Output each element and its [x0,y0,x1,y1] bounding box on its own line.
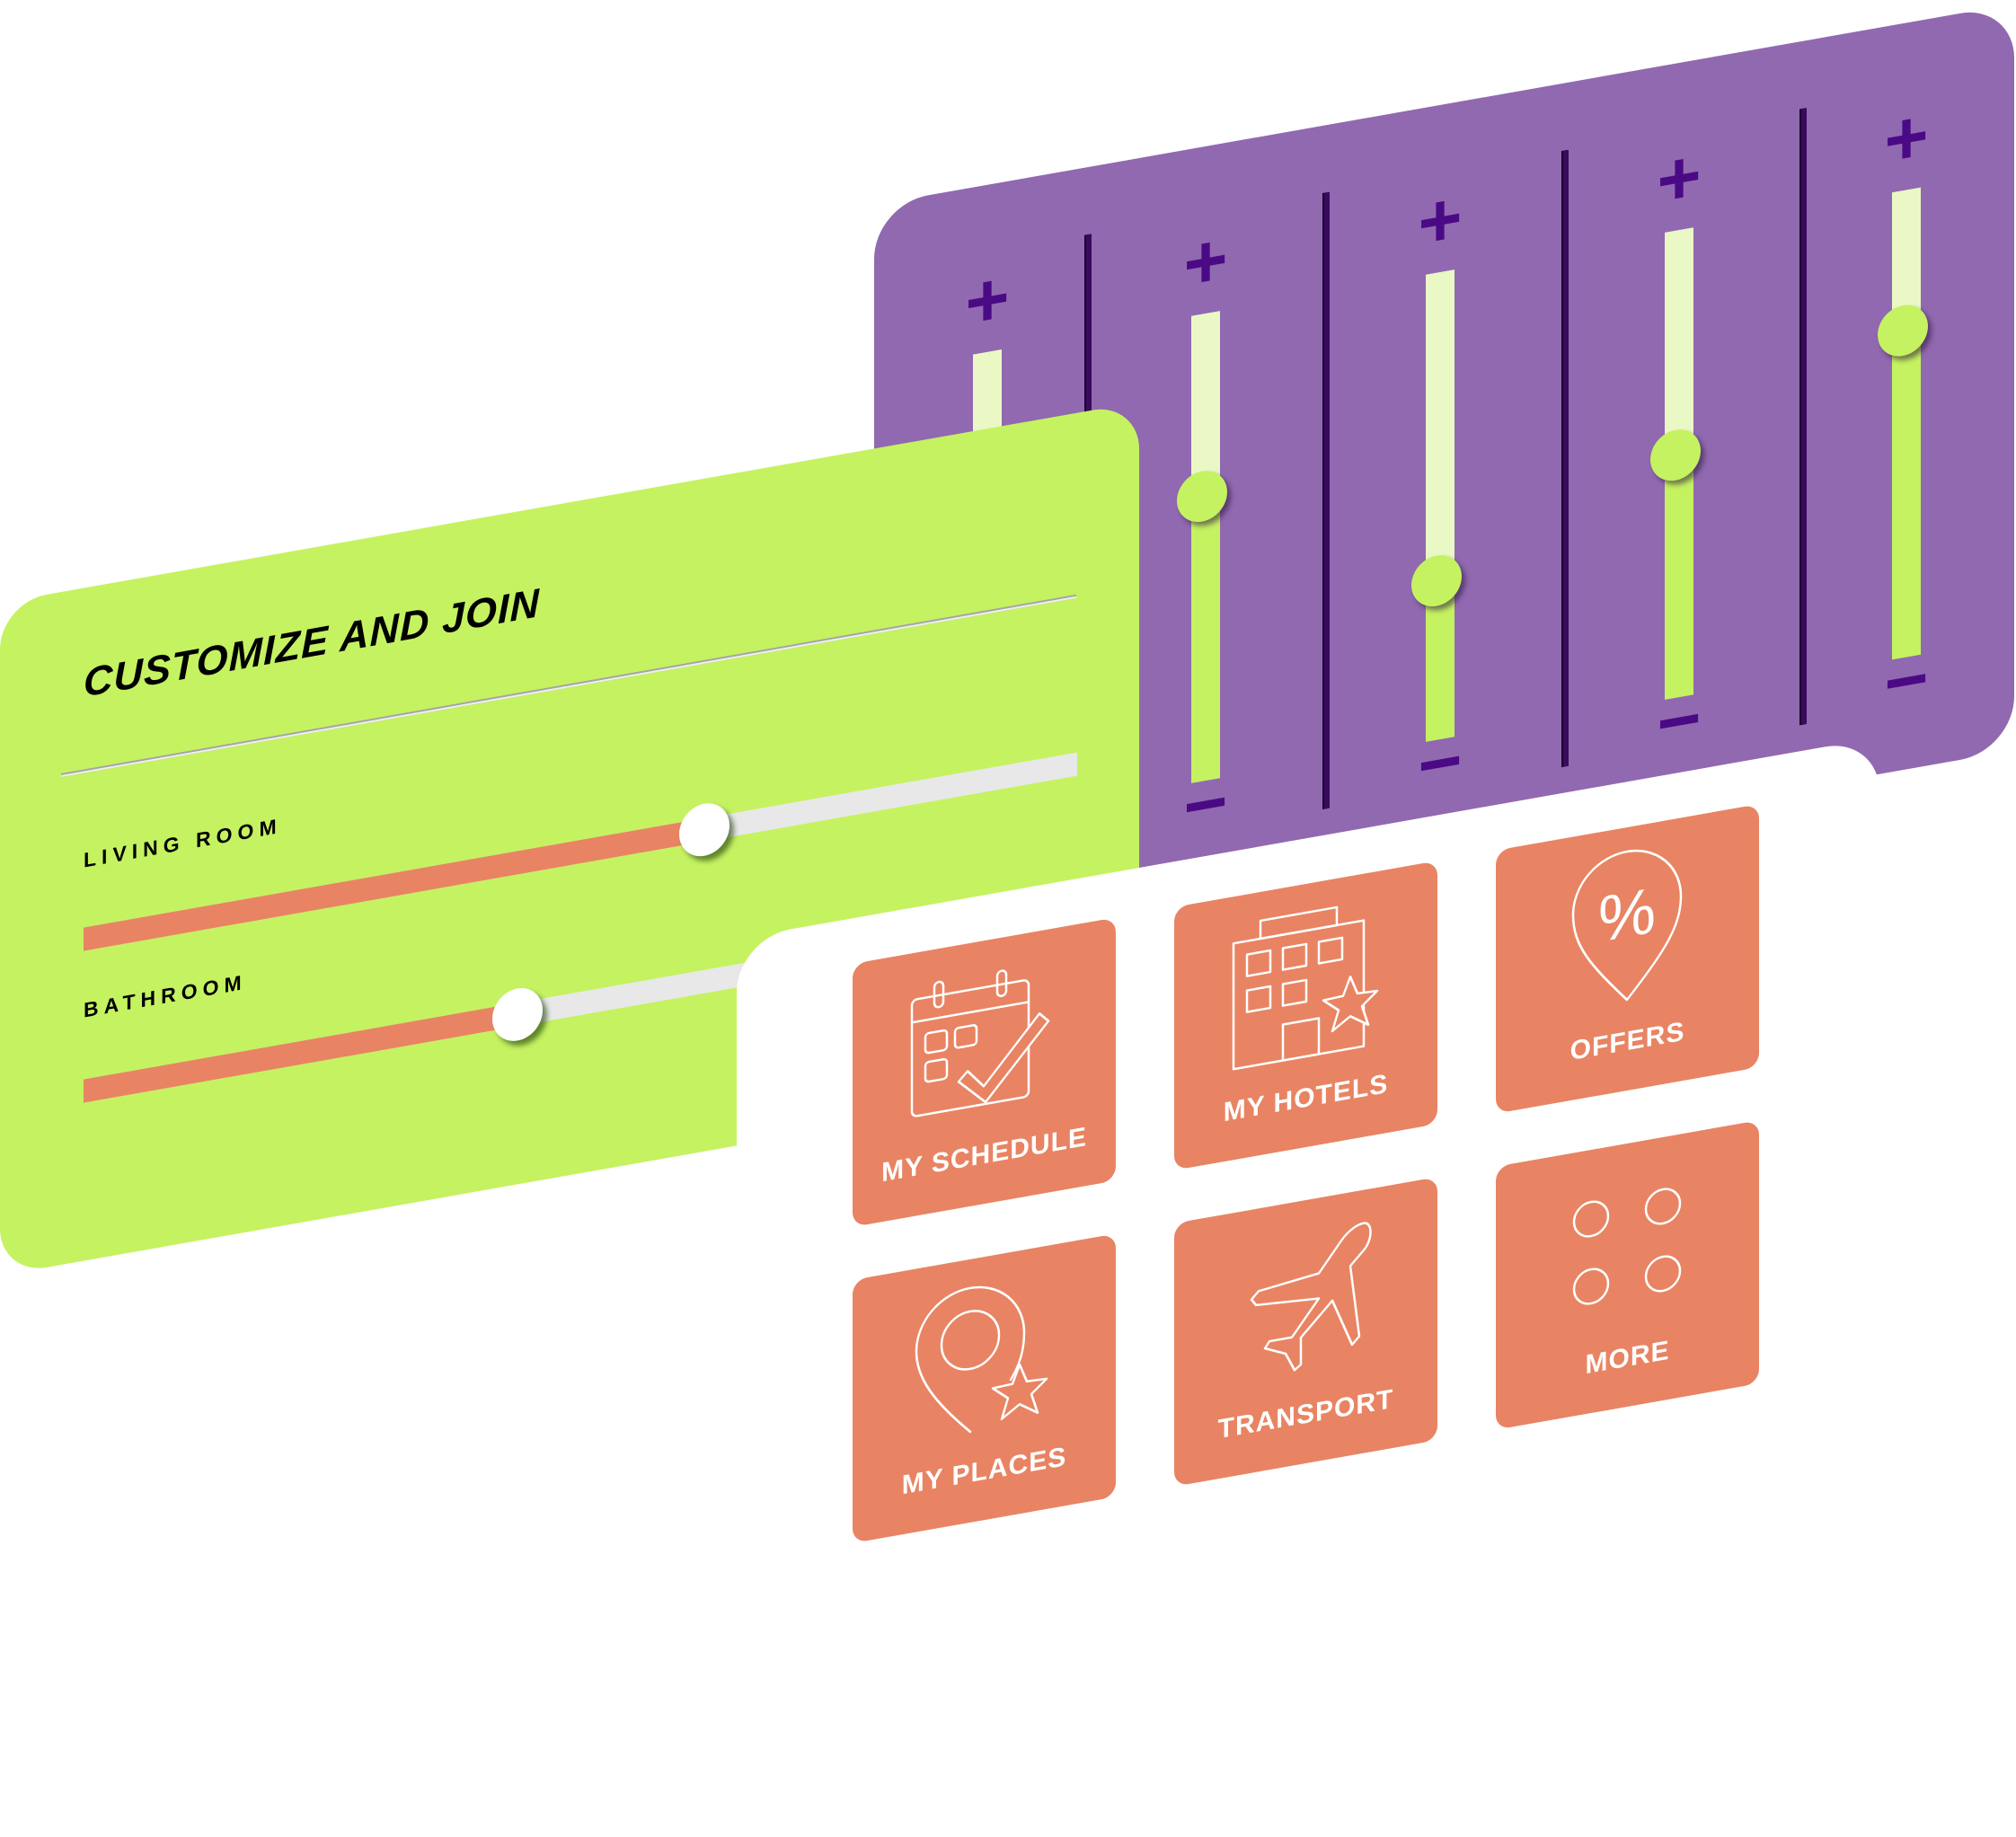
tile-more[interactable]: MORE [1496,1120,1759,1430]
minus-button[interactable]: − [1418,716,1463,809]
percent-pin-icon: % [1571,849,1683,1002]
slider-track[interactable] [1177,311,1227,783]
tile-label: MY SCHEDULE [881,1121,1087,1188]
tile-label: OFFERS [1569,1016,1685,1067]
minus-button[interactable]: − [1183,757,1228,851]
slider-fill [84,1002,518,1103]
slider-fill [1191,492,1220,783]
column-divider [1801,107,1807,726]
tile-transport[interactable]: TRANSPORT [1174,1177,1437,1487]
tile-label: MY HOTELS [1223,1068,1389,1128]
slider-thumb[interactable] [492,984,544,1046]
living-room-label: LIVING ROOM [84,813,282,872]
tile-my-hotels[interactable]: MY HOTELS [1174,861,1437,1170]
slider-track[interactable] [1878,187,1928,660]
plus-button[interactable]: + [1183,215,1228,308]
vertical-slider-3[interactable]: + − [1411,101,1467,847]
calendar-check-icon [910,969,1050,1117]
airplane-icon [1250,1222,1372,1372]
bathroom-label: BATHROOM [84,969,247,1022]
minus-button[interactable]: − [1884,634,1929,727]
tile-label: TRANSPORT [1217,1383,1394,1445]
slider-fill [1665,451,1693,700]
title-divider [61,594,1076,778]
plus-button[interactable]: + [1657,131,1702,225]
slider-track[interactable] [1650,227,1701,700]
tile-my-schedule[interactable]: MY SCHEDULE [853,917,1116,1227]
tile-label: MY PLACES [901,1441,1067,1501]
slider-fill [1892,327,1921,660]
tile-my-places[interactable]: MY PLACES [853,1233,1116,1543]
hotel-star-icon [1232,905,1379,1071]
plus-button[interactable]: + [965,253,1010,347]
menu-grid: MY SCHEDULE MY HOTELS % OFFERS MY PLACES… [853,790,1841,1593]
vertical-slider-2[interactable]: + − [1177,142,1233,888]
column-divider [1324,191,1330,809]
tile-label: MORE [1585,1335,1670,1381]
plus-button[interactable]: + [1884,92,1929,184]
plus-button[interactable]: + [1418,173,1463,267]
svg-text:%: % [1598,874,1656,957]
more-dots-icon [1572,1188,1682,1305]
vertical-slider-4[interactable]: + − [1650,58,1706,805]
map-pin-star-icon [915,1285,1048,1434]
vertical-slider-5[interactable]: + − [1878,18,1933,764]
panel-title: CUSTOMIZE AND JOIN [84,579,541,706]
column-divider [1563,149,1569,767]
slider-track[interactable] [1411,269,1462,742]
tile-offers[interactable]: % OFFERS [1496,804,1759,1114]
slider-thumb[interactable] [679,799,730,861]
minus-button[interactable]: − [1657,674,1702,767]
